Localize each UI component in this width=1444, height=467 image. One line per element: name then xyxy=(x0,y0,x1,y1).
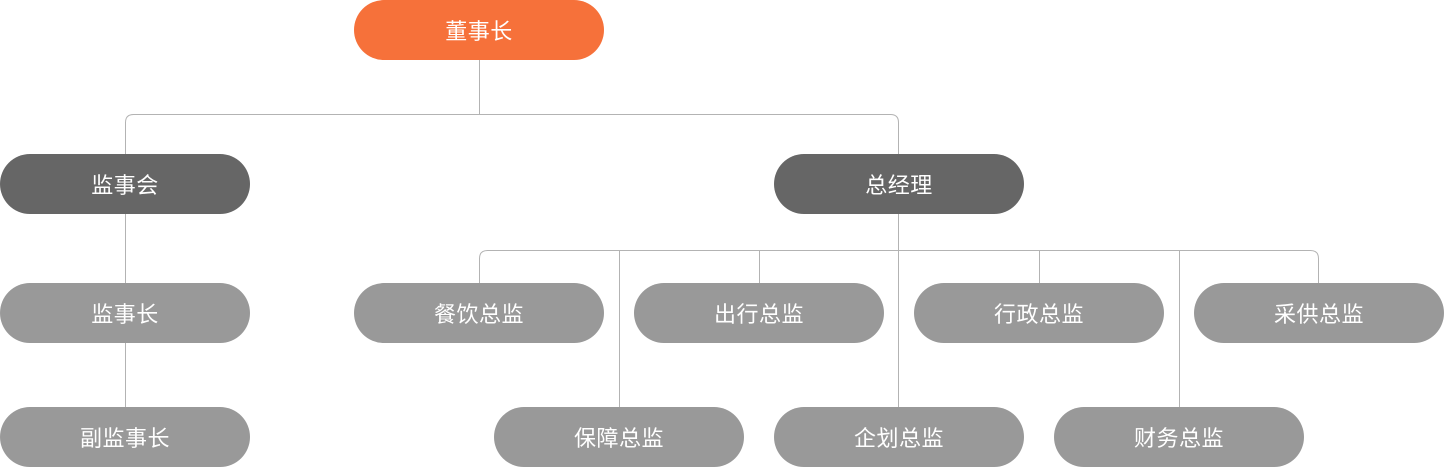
node-general-manager-label: 总经理 xyxy=(865,174,933,199)
node-vice-supervisor: 副监事长 xyxy=(0,407,250,467)
node-support-director-label: 保障总监 xyxy=(573,427,664,452)
connector-level1-branch xyxy=(125,114,899,154)
node-procurement-director: 采供总监 xyxy=(1194,283,1444,343)
node-admin-director: 行政总监 xyxy=(914,283,1164,343)
node-catering-director: 餐饮总监 xyxy=(354,283,604,343)
node-finance-director: 财务总监 xyxy=(1054,407,1304,467)
node-supervisory-board-label: 监事会 xyxy=(91,174,159,199)
node-vice-supervisor-label: 副监事长 xyxy=(79,427,170,452)
node-admin-director-label: 行政总监 xyxy=(993,303,1084,328)
node-supervisory-board: 监事会 xyxy=(0,154,250,214)
node-travel-director-label: 出行总监 xyxy=(713,303,804,328)
node-chairman-label: 董事长 xyxy=(445,20,513,45)
node-planning-director-label: 企划总监 xyxy=(853,427,944,452)
node-travel-director: 出行总监 xyxy=(634,283,884,343)
node-finance-director-label: 财务总监 xyxy=(1133,427,1224,452)
node-support-director: 保障总监 xyxy=(494,407,744,467)
node-general-manager: 总经理 xyxy=(774,154,1024,214)
node-chief-supervisor: 监事长 xyxy=(0,283,250,343)
node-chief-supervisor-label: 监事长 xyxy=(91,303,159,328)
node-planning-director: 企划总监 xyxy=(774,407,1024,467)
node-chairman: 董事长 xyxy=(354,0,604,60)
node-procurement-director-label: 采供总监 xyxy=(1273,303,1364,328)
node-catering-director-label: 餐饮总监 xyxy=(433,303,524,328)
